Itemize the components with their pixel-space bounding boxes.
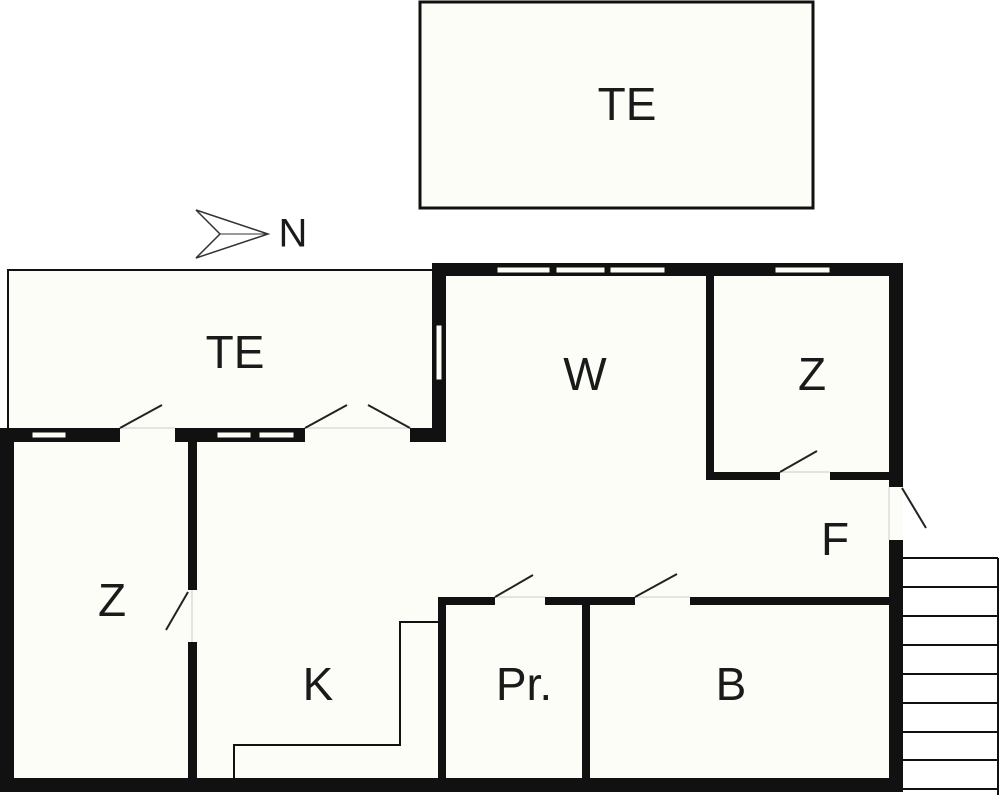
doors: [119, 404, 927, 642]
room-label-bedroom-right: Z: [798, 348, 826, 400]
room-label-hall: F: [821, 513, 849, 565]
exterior-stairs: [903, 557, 999, 795]
room-label-living: W: [563, 348, 607, 400]
house-floor: [0, 263, 903, 792]
terrace-top: [418, 0, 815, 210]
room-label-kitchen: K: [303, 658, 334, 710]
north-label: N: [279, 212, 308, 256]
room-label-bedroom-left: Z: [98, 574, 126, 626]
interior-stair-outline: [233, 621, 438, 778]
room-label-pantry: Pr.: [496, 658, 552, 710]
windows: [31, 266, 831, 439]
room-label-terrace-left: TE: [206, 326, 265, 378]
room-label-bathroom: B: [716, 658, 747, 710]
terrace-left-outline: [7, 269, 437, 428]
room-label-terrace-top: TE: [598, 78, 657, 130]
north-arrow-icon: [195, 209, 271, 259]
terrace-left: [8, 270, 437, 428]
